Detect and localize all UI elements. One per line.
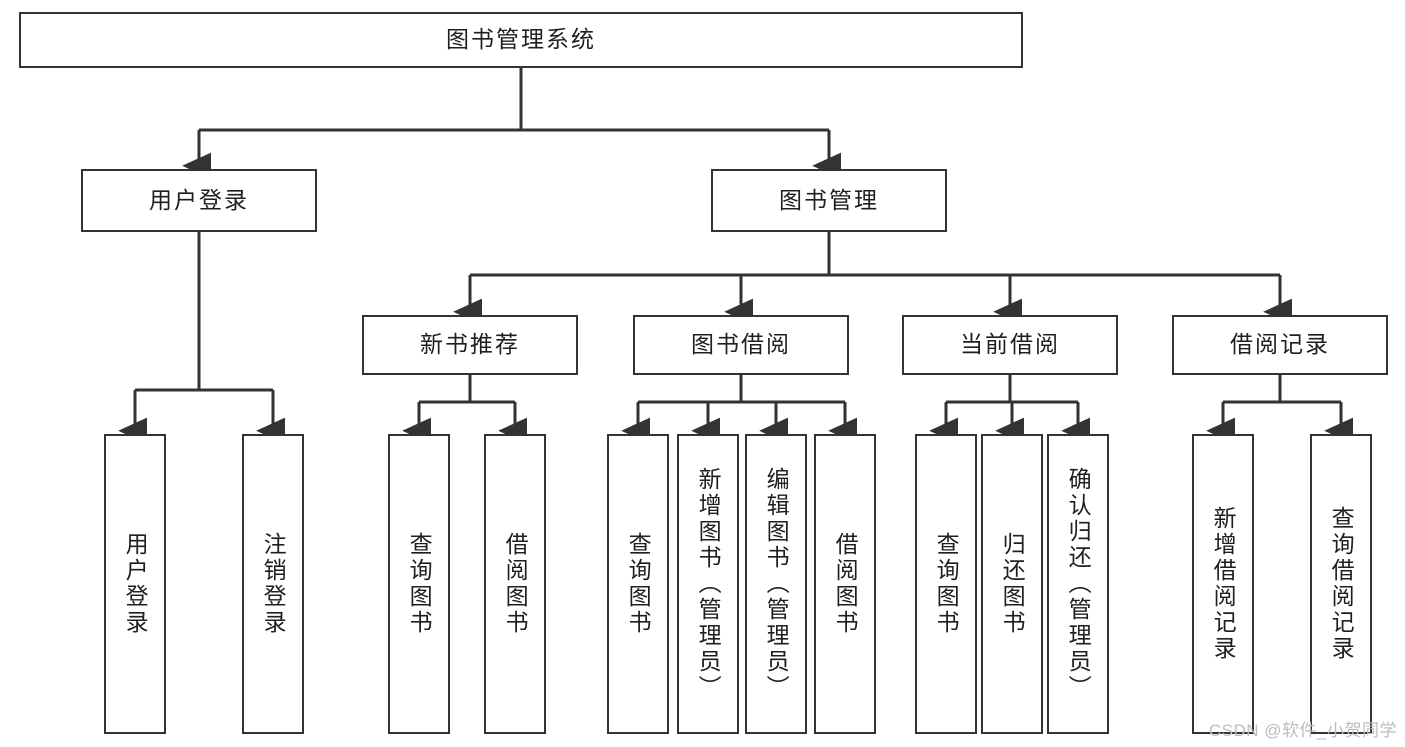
node-book-borrow[interactable]: 图书借阅 <box>633 315 849 375</box>
node-book-manage[interactable]: 图书管理 <box>711 169 947 232</box>
node-label: 图书管理 <box>779 186 879 213</box>
node-leaf-query-record[interactable]: 查询借阅记录 <box>1310 434 1372 734</box>
node-label: 确认归还（管理员） <box>1065 467 1092 701</box>
node-label: 归还图书 <box>999 532 1026 636</box>
node-label: 用户登录 <box>122 532 149 636</box>
node-label: 新增图书（管理员） <box>695 467 722 701</box>
node-leaf-return-book[interactable]: 归还图书 <box>981 434 1043 734</box>
watermark: CSDN @软件_小贺同学 <box>1208 721 1397 740</box>
node-label: 查询图书 <box>406 532 433 636</box>
node-label: 图书借阅 <box>691 331 791 358</box>
node-label: 注销登录 <box>260 532 287 636</box>
node-leaf-borrow-book-1[interactable]: 借阅图书 <box>484 434 546 734</box>
node-leaf-confirm-return[interactable]: 确认归还（管理员） <box>1047 434 1109 734</box>
node-leaf-user-login[interactable]: 用户登录 <box>104 434 166 734</box>
node-label: 编辑图书（管理员） <box>763 467 790 701</box>
node-label: 借阅记录 <box>1230 331 1330 358</box>
node-borrow-record[interactable]: 借阅记录 <box>1172 315 1388 375</box>
node-label: 当前借阅 <box>960 331 1060 358</box>
node-leaf-edit-book[interactable]: 编辑图书（管理员） <box>745 434 807 734</box>
node-leaf-add-record[interactable]: 新增借阅记录 <box>1192 434 1254 734</box>
node-label: 查询图书 <box>933 532 960 636</box>
node-label: 借阅图书 <box>502 532 529 636</box>
node-leaf-logout-login[interactable]: 注销登录 <box>242 434 304 734</box>
node-leaf-query-book-1[interactable]: 查询图书 <box>388 434 450 734</box>
node-root[interactable]: 图书管理系统 <box>19 12 1023 68</box>
node-leaf-query-book-2[interactable]: 查询图书 <box>607 434 669 734</box>
node-label: 新增借阅记录 <box>1210 506 1237 662</box>
node-leaf-add-book[interactable]: 新增图书（管理员） <box>677 434 739 734</box>
node-user-login[interactable]: 用户登录 <box>81 169 317 232</box>
node-label: 查询图书 <box>625 532 652 636</box>
node-leaf-borrow-book-2[interactable]: 借阅图书 <box>814 434 876 734</box>
node-label: 图书管理系统 <box>446 26 596 53</box>
node-current-borrow[interactable]: 当前借阅 <box>902 315 1118 375</box>
node-new-book-recommend[interactable]: 新书推荐 <box>362 315 578 375</box>
node-label: 用户登录 <box>149 186 249 213</box>
node-label: 借阅图书 <box>832 532 859 636</box>
node-label: 新书推荐 <box>420 331 520 358</box>
node-label: 查询借阅记录 <box>1328 506 1355 662</box>
node-leaf-query-book-3[interactable]: 查询图书 <box>915 434 977 734</box>
